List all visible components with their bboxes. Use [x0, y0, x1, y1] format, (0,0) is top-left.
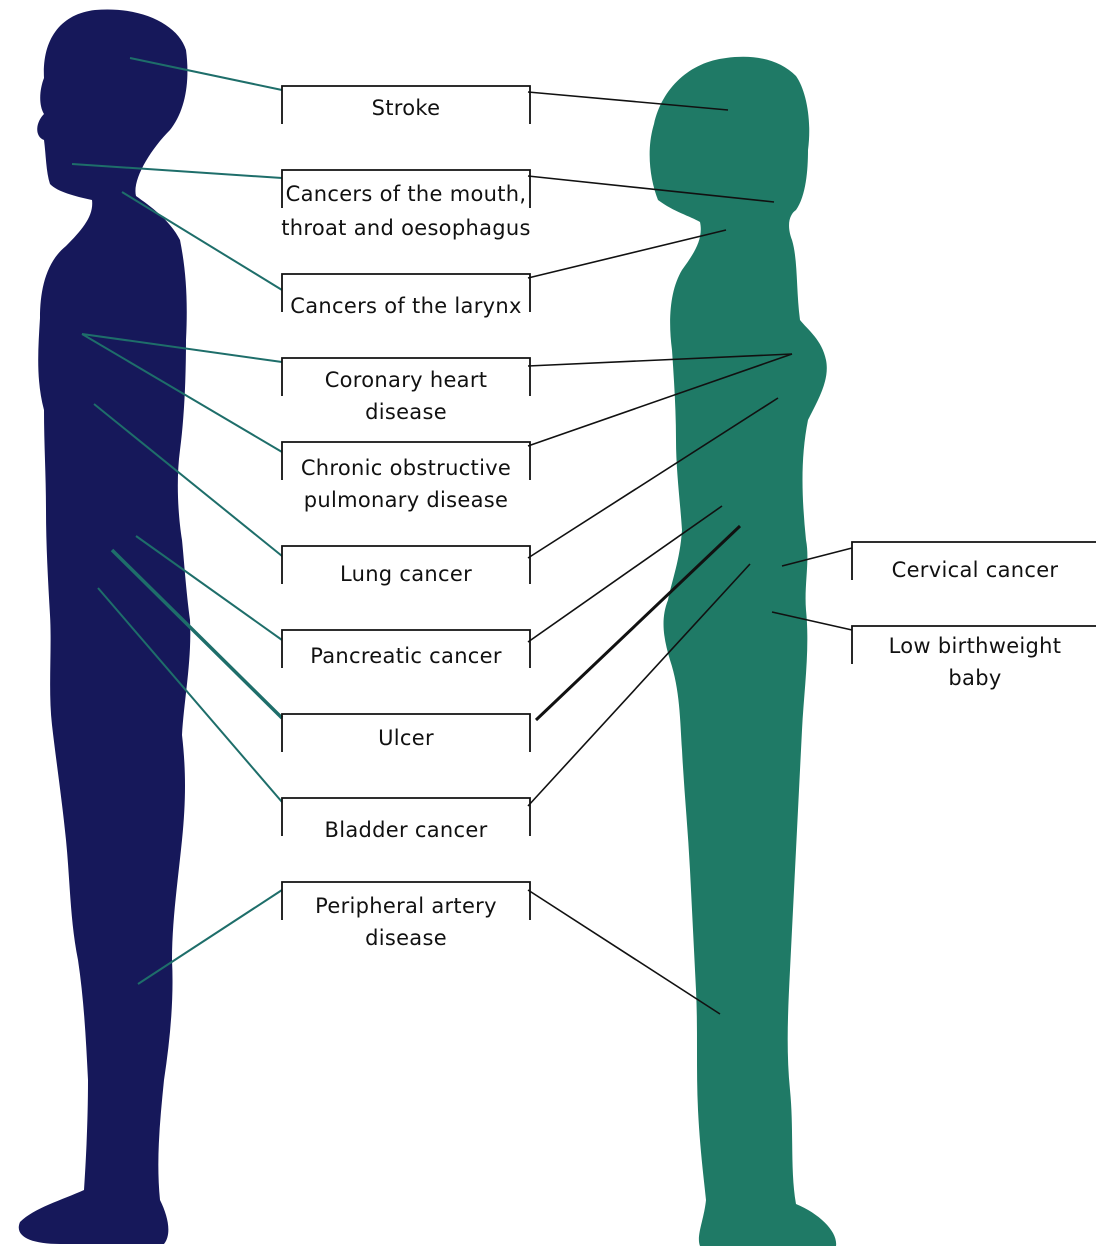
label-lbw-line1: Low birthweight: [860, 630, 1090, 662]
label-cervical: Cervical cancer: [860, 554, 1090, 586]
label-copd-line1: Chronic obstructive: [282, 452, 530, 484]
label-coronary-line1: Coronary heart: [282, 364, 530, 396]
label-peripheral-line1: Peripheral artery: [282, 890, 530, 922]
label-pancreatic: Pancreatic cancer: [282, 640, 530, 672]
label-larynx: Cancers of the larynx: [282, 290, 530, 322]
label-mouth-line1: Cancers of the mouth,: [276, 178, 536, 210]
label-lung: Lung cancer: [282, 558, 530, 590]
label-stroke: Stroke: [282, 92, 530, 124]
male-silhouette-icon: [19, 9, 191, 1244]
label-ulcer: Ulcer: [282, 722, 530, 754]
label-peripheral-line2: disease: [282, 922, 530, 954]
label-copd-line2: pulmonary disease: [282, 484, 530, 516]
label-lbw-line2: baby: [860, 662, 1090, 694]
label-coronary-line2: disease: [282, 396, 530, 428]
leader-female-peripheral: [528, 890, 720, 1014]
label-mouth-line2: throat and oesophagus: [270, 212, 542, 244]
label-bladder: Bladder cancer: [282, 814, 530, 846]
female-silhouette-icon: [650, 57, 837, 1246]
